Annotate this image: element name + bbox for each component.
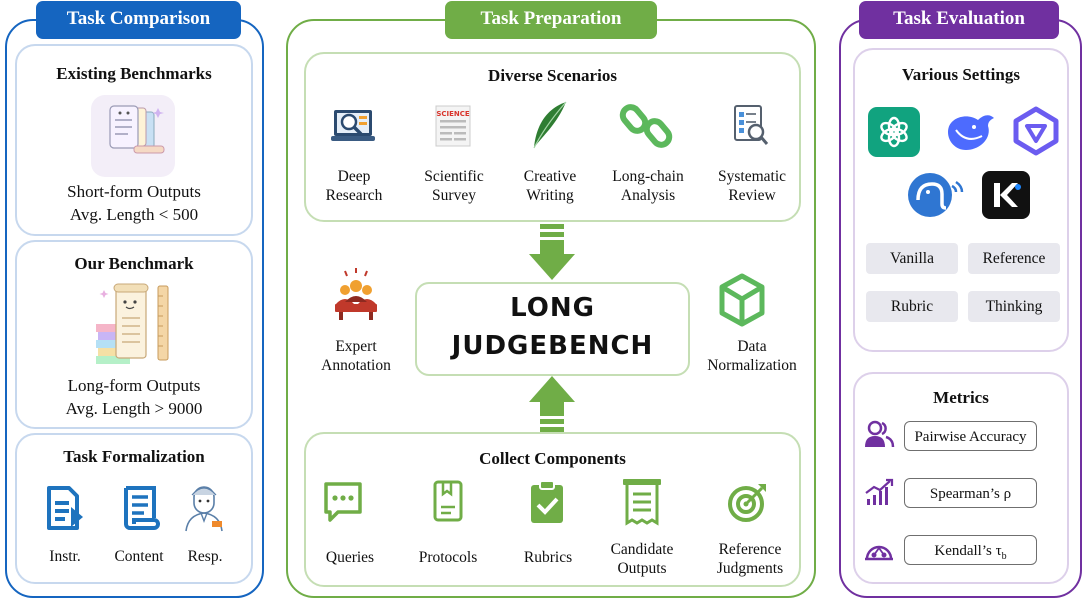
short-docs-icon [109, 105, 165, 154]
deepseek-whale-icon [948, 115, 994, 150]
receipt-icon [623, 479, 661, 526]
diverse-scenarios-title: Diverse Scenarios [488, 66, 617, 85]
setting-reference: Reference [968, 243, 1060, 274]
collect-components-title: Collect Components [479, 449, 626, 468]
arrow-up-icon [529, 376, 575, 432]
component-1-label: Queries [325, 549, 375, 566]
long-judgebench-box [415, 282, 690, 376]
task-formalization-title: Task Formalization [63, 447, 205, 466]
long-scroll-icon [96, 283, 169, 364]
diverse-scenarios-card: Diverse Scenarios [304, 52, 801, 222]
chain-link-icon [619, 104, 673, 148]
formalization-resp-label: Resp. [187, 548, 223, 565]
existing-outputs-label: Short-form Outputs [67, 182, 201, 201]
qwen-logo-icon [1013, 106, 1059, 156]
expert-team-icon [335, 268, 377, 320]
our-outputs-label: Long-form Outputs [67, 376, 201, 395]
existing-length-label: Avg. Length < 500 [69, 205, 199, 224]
chat-bubble-icon [324, 482, 362, 522]
benchmark-name-line2: JUDGEBENCH [451, 331, 654, 361]
kimi-logo-icon [982, 171, 1030, 219]
formalization-content-label: Content [114, 548, 164, 565]
judge-person-icon [185, 486, 223, 532]
setting-rubric: Rubric [866, 291, 958, 322]
component-3-label: Rubrics [523, 549, 573, 566]
metrics-title: Metrics [933, 388, 989, 407]
science-paper-icon: SCIENCE [435, 105, 471, 147]
setting-vanilla: Vanilla [866, 243, 958, 274]
svg-text:SCIENCE: SCIENCE [436, 110, 470, 118]
document-search-icon [734, 105, 769, 145]
content-scroll-icon [124, 486, 160, 530]
task-formalization-card: Task Formalization [15, 433, 253, 584]
various-settings-title: Various Settings [902, 65, 1020, 84]
openai-logo-icon [868, 107, 920, 157]
users-icon [865, 420, 895, 448]
instruction-icon [47, 486, 83, 530]
task-evaluation-header: Task Evaluation [859, 1, 1059, 39]
existing-benchmarks-title: Existing Benchmarks [56, 64, 212, 83]
our-length-label: Avg. Length > 9000 [65, 399, 203, 418]
task-comparison-header: Task Comparison [36, 1, 241, 39]
metric-kendall-label: Kendall’s τ [934, 543, 1002, 559]
component-2-label: Protocols [418, 549, 478, 566]
elephant-logo-icon [908, 173, 964, 217]
checkbox-icon [531, 480, 563, 523]
cube-icon [719, 273, 765, 327]
target-icon [728, 484, 766, 522]
arrow-down-icon [529, 224, 575, 280]
task-preparation-header: Task Preparation [445, 1, 657, 39]
growth-chart-icon [865, 478, 894, 505]
research-icon [331, 110, 375, 141]
protocol-doc-icon [433, 480, 463, 522]
setting-thinking: Thinking [968, 291, 1060, 322]
metric-spearman: Spearman’s ρ [904, 478, 1037, 508]
our-benchmark-title: Our Benchmark [74, 254, 194, 273]
metric-kendall-subscript: b [1001, 551, 1007, 562]
benchmark-name-line1: LONG [510, 293, 595, 323]
feather-icon [533, 101, 567, 149]
metric-kendall: Kendall’s τb [904, 535, 1037, 565]
gauge-icon [865, 545, 893, 561]
metric-pairwise-accuracy: Pairwise Accuracy [904, 421, 1037, 451]
formalization-instr-label: Instr. [49, 548, 81, 565]
